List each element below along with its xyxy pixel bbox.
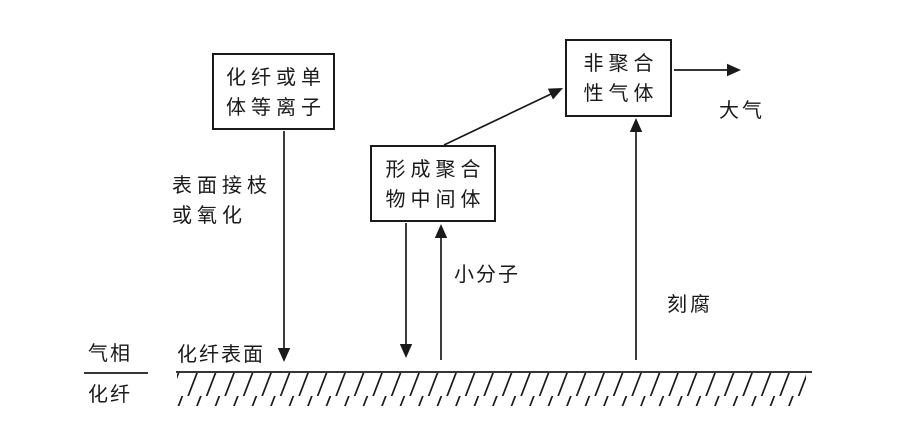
atmosphere-arrow xyxy=(674,63,741,77)
box-nonpolymerizing-gas-line1: 非聚合 xyxy=(583,51,659,75)
small-molecule-up-arrow xyxy=(434,224,448,360)
label-surface-grafting: 表面接枝 或氧化 xyxy=(172,170,272,230)
box-polymer-intermediate-line1: 形成聚合 xyxy=(385,156,486,181)
surface-hatch xyxy=(177,373,806,406)
label-etch: 刻腐 xyxy=(667,292,713,316)
label-fiber-surface: 化纤表面 xyxy=(177,342,265,366)
label-gas-phase: 气相 xyxy=(88,341,132,365)
etch-up-arrow xyxy=(629,118,643,360)
label-surface-grafting-line1: 表面接枝 xyxy=(172,173,272,197)
box-fiber-or-monomer-plasma-line1: 化纤或单 xyxy=(226,64,326,89)
label-small-molecule: 小分子 xyxy=(454,262,520,286)
box-polymer-intermediate-line2: 物中间体 xyxy=(385,186,486,211)
box-fiber-or-monomer-plasma: 化纤或单 体等离子 xyxy=(212,53,335,130)
box-nonpolymerizing-gas-line2: 性气体 xyxy=(583,81,659,105)
intermediate-down-arrow xyxy=(399,223,413,358)
box-nonpolymerizing-gas: 非聚合 性气体 xyxy=(565,39,672,117)
deposition-arrow xyxy=(277,131,291,362)
label-surface-grafting-line2: 或氧化 xyxy=(172,203,247,227)
box-polymer-intermediate: 形成聚合 物中间体 xyxy=(370,145,496,222)
box-fiber-or-monomer-plasma-line2: 体等离子 xyxy=(226,94,326,119)
label-fiber-phase: 化纤 xyxy=(88,382,132,406)
intermediate-to-gas-arrow xyxy=(443,88,563,146)
label-atmosphere: 大气 xyxy=(719,98,765,122)
